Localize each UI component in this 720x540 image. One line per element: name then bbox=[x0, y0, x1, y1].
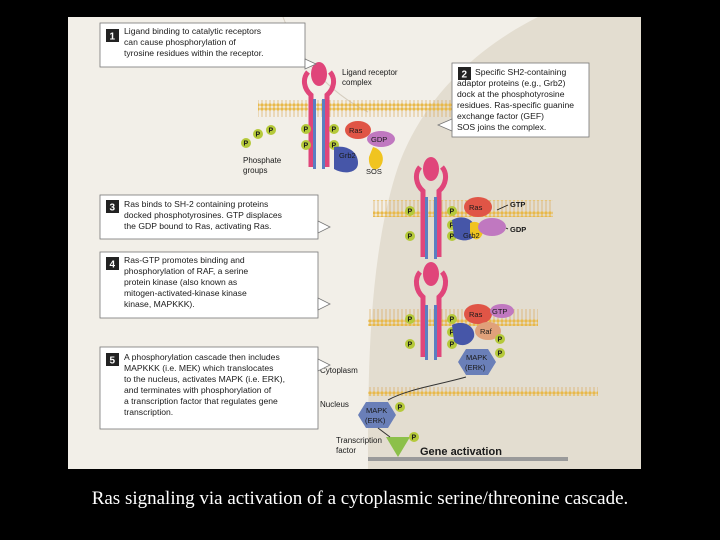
nuclear-envelope bbox=[368, 387, 598, 396]
step-box-1: 1 Ligand binding to catalytic receptors … bbox=[99, 22, 317, 70]
svg-text:SOS: SOS bbox=[366, 167, 382, 176]
svg-text:Ligand binding to catalytic re: Ligand binding to catalytic receptors bbox=[124, 26, 261, 36]
svg-text:P: P bbox=[398, 405, 403, 412]
svg-text:MAPK: MAPK bbox=[466, 353, 487, 362]
receptor-2 bbox=[413, 157, 449, 259]
svg-text:P: P bbox=[408, 209, 413, 216]
step-box-4: 4 Ras-GTP promotes binding and phosphory… bbox=[99, 251, 331, 319]
svg-text:P: P bbox=[412, 435, 417, 442]
ras-raf-complex: Ras GTP Raf P bbox=[452, 304, 514, 346]
svg-text:Ras: Ras bbox=[469, 203, 483, 212]
phosphates-receptor-2: P P P P P bbox=[405, 206, 457, 241]
svg-text:exchange factor (GEF): exchange factor (GEF) bbox=[457, 111, 544, 121]
svg-text:the GDP bound to Ras, activati: the GDP bound to Ras, activating Ras. bbox=[124, 221, 271, 231]
svg-text:tyrosine residues within the r: tyrosine residues within the receptor. bbox=[124, 48, 263, 58]
svg-text:GDP: GDP bbox=[510, 225, 526, 234]
svg-text:Ras: Ras bbox=[349, 126, 363, 135]
label-gene-activation: Gene activation bbox=[420, 446, 502, 458]
svg-text:P: P bbox=[332, 127, 337, 134]
svg-text:Grb2: Grb2 bbox=[463, 231, 480, 240]
svg-text:P: P bbox=[498, 351, 503, 358]
svg-text:2: 2 bbox=[462, 70, 468, 81]
svg-text:P: P bbox=[408, 317, 413, 324]
receptor-1 bbox=[301, 62, 337, 169]
ras-gtp-complex: Ras Grb2 GTP GDP bbox=[452, 197, 526, 241]
membrane-2 bbox=[373, 200, 553, 217]
svg-text:P: P bbox=[304, 143, 309, 150]
svg-text:GTP: GTP bbox=[510, 200, 525, 209]
svg-text:GDP: GDP bbox=[371, 135, 387, 144]
svg-text:P: P bbox=[408, 342, 413, 349]
svg-text:docked phosphotyrosines. GTP d: docked phosphotyrosines. GTP displaces bbox=[124, 210, 282, 220]
label-cytoplasm: Cytoplasm bbox=[320, 366, 358, 375]
membrane-1 bbox=[258, 100, 470, 117]
svg-text:P: P bbox=[450, 330, 455, 337]
svg-text:(ERK): (ERK) bbox=[465, 363, 486, 372]
svg-text:adaptor proteins (e.g., Grb2): adaptor proteins (e.g., Grb2) bbox=[457, 78, 566, 88]
svg-text:kinase, MAPKKK).: kinase, MAPKKK). bbox=[124, 299, 195, 309]
step-box-3: 3 Ras binds to SH-2 containing proteins … bbox=[99, 194, 331, 240]
svg-text:A phosphorylation cascade then: A phosphorylation cascade then includes bbox=[124, 352, 280, 362]
svg-text:(ERK): (ERK) bbox=[365, 416, 386, 425]
svg-text:MAPKKK (i.e. MEK) which transl: MAPKKK (i.e. MEK) which translocates bbox=[124, 363, 273, 373]
svg-text:factor: factor bbox=[336, 446, 356, 455]
label-nucleus: Nucleus bbox=[320, 400, 349, 409]
svg-text:protein kinase (also known as: protein kinase (also known as bbox=[124, 277, 237, 287]
mapk-cytoplasm: MAPK (ERK) P bbox=[458, 348, 505, 375]
svg-text:groups: groups bbox=[243, 166, 267, 175]
svg-text:MAPK: MAPK bbox=[366, 406, 387, 415]
svg-text:P: P bbox=[450, 223, 455, 230]
step-box-5: 5 A phosphorylation cascade then include… bbox=[99, 346, 331, 430]
label-ligand-receptor-complex: Ligand receptor bbox=[342, 68, 398, 77]
mapk-nucleus: MAPK (ERK) P bbox=[358, 376, 467, 428]
svg-text:P: P bbox=[408, 234, 413, 241]
svg-text:P: P bbox=[269, 128, 274, 135]
svg-text:can cause phosphorylation of: can cause phosphorylation of bbox=[124, 37, 236, 47]
svg-text:P: P bbox=[332, 143, 337, 150]
svg-text:Specific SH2-containing: Specific SH2-containing bbox=[475, 67, 566, 77]
svg-text:Grb2: Grb2 bbox=[339, 151, 356, 160]
svg-text:1: 1 bbox=[110, 32, 116, 43]
figure-caption: Ras signaling via activation of a cytopl… bbox=[91, 488, 629, 509]
svg-text:P: P bbox=[256, 132, 261, 139]
svg-text:P: P bbox=[244, 141, 249, 148]
svg-text:complex: complex bbox=[342, 78, 372, 87]
label-transcription-factor: Transcription bbox=[336, 436, 382, 445]
svg-text:4: 4 bbox=[110, 260, 116, 271]
svg-text:P: P bbox=[450, 342, 455, 349]
svg-text:transcription.: transcription. bbox=[124, 407, 173, 417]
svg-text:mitogen-activated-kinase kinas: mitogen-activated-kinase kinase bbox=[124, 288, 247, 298]
label-phosphate-groups: Phosphate bbox=[243, 156, 282, 165]
ras-signaling-figure: P P P P P P P P P P P P P P P P P Ras GD… bbox=[68, 17, 641, 469]
svg-text:residues. Ras-specific guanine: residues. Ras-specific guanine bbox=[457, 100, 574, 110]
svg-text:Ras binds to SH-2 containing p: Ras binds to SH-2 containing proteins bbox=[124, 199, 268, 209]
svg-text:Ras: Ras bbox=[469, 310, 483, 319]
step-box-2: 2 Specific SH2-containing adaptor protei… bbox=[436, 62, 590, 138]
svg-text:Ras-GTP promotes binding and: Ras-GTP promotes binding and bbox=[124, 255, 245, 265]
phosphates-receptor-1: P P P P P P P bbox=[241, 124, 339, 150]
svg-text:P: P bbox=[450, 209, 455, 216]
svg-text:and terminates with phosphoryl: and terminates with phosphorylation of bbox=[124, 385, 272, 395]
ras-gdp-complex: Ras GDP Grb2 SOS bbox=[334, 121, 395, 176]
transcription-factor-shape: P bbox=[368, 427, 568, 461]
svg-text:dock at the phosphotyrosine: dock at the phosphotyrosine bbox=[457, 89, 565, 99]
svg-text:a transcription factor that re: a transcription factor that regulates ge… bbox=[124, 396, 278, 406]
svg-text:phosphorylation of RAF, a seri: phosphorylation of RAF, a serine bbox=[124, 266, 248, 276]
svg-text:P: P bbox=[498, 337, 503, 344]
svg-text:5: 5 bbox=[110, 356, 116, 367]
svg-text:P: P bbox=[450, 317, 455, 324]
svg-text:P: P bbox=[304, 127, 309, 134]
svg-text:to the nucleus, activates MAPK: to the nucleus, activates MAPK (i.e. ERK… bbox=[124, 374, 285, 384]
svg-text:3: 3 bbox=[110, 203, 116, 214]
svg-text:SOS joins the complex.: SOS joins the complex. bbox=[457, 122, 546, 132]
receptor-3 bbox=[413, 262, 449, 360]
svg-text:P: P bbox=[450, 234, 455, 241]
svg-text:GTP: GTP bbox=[492, 307, 507, 316]
svg-text:Raf: Raf bbox=[480, 327, 493, 336]
